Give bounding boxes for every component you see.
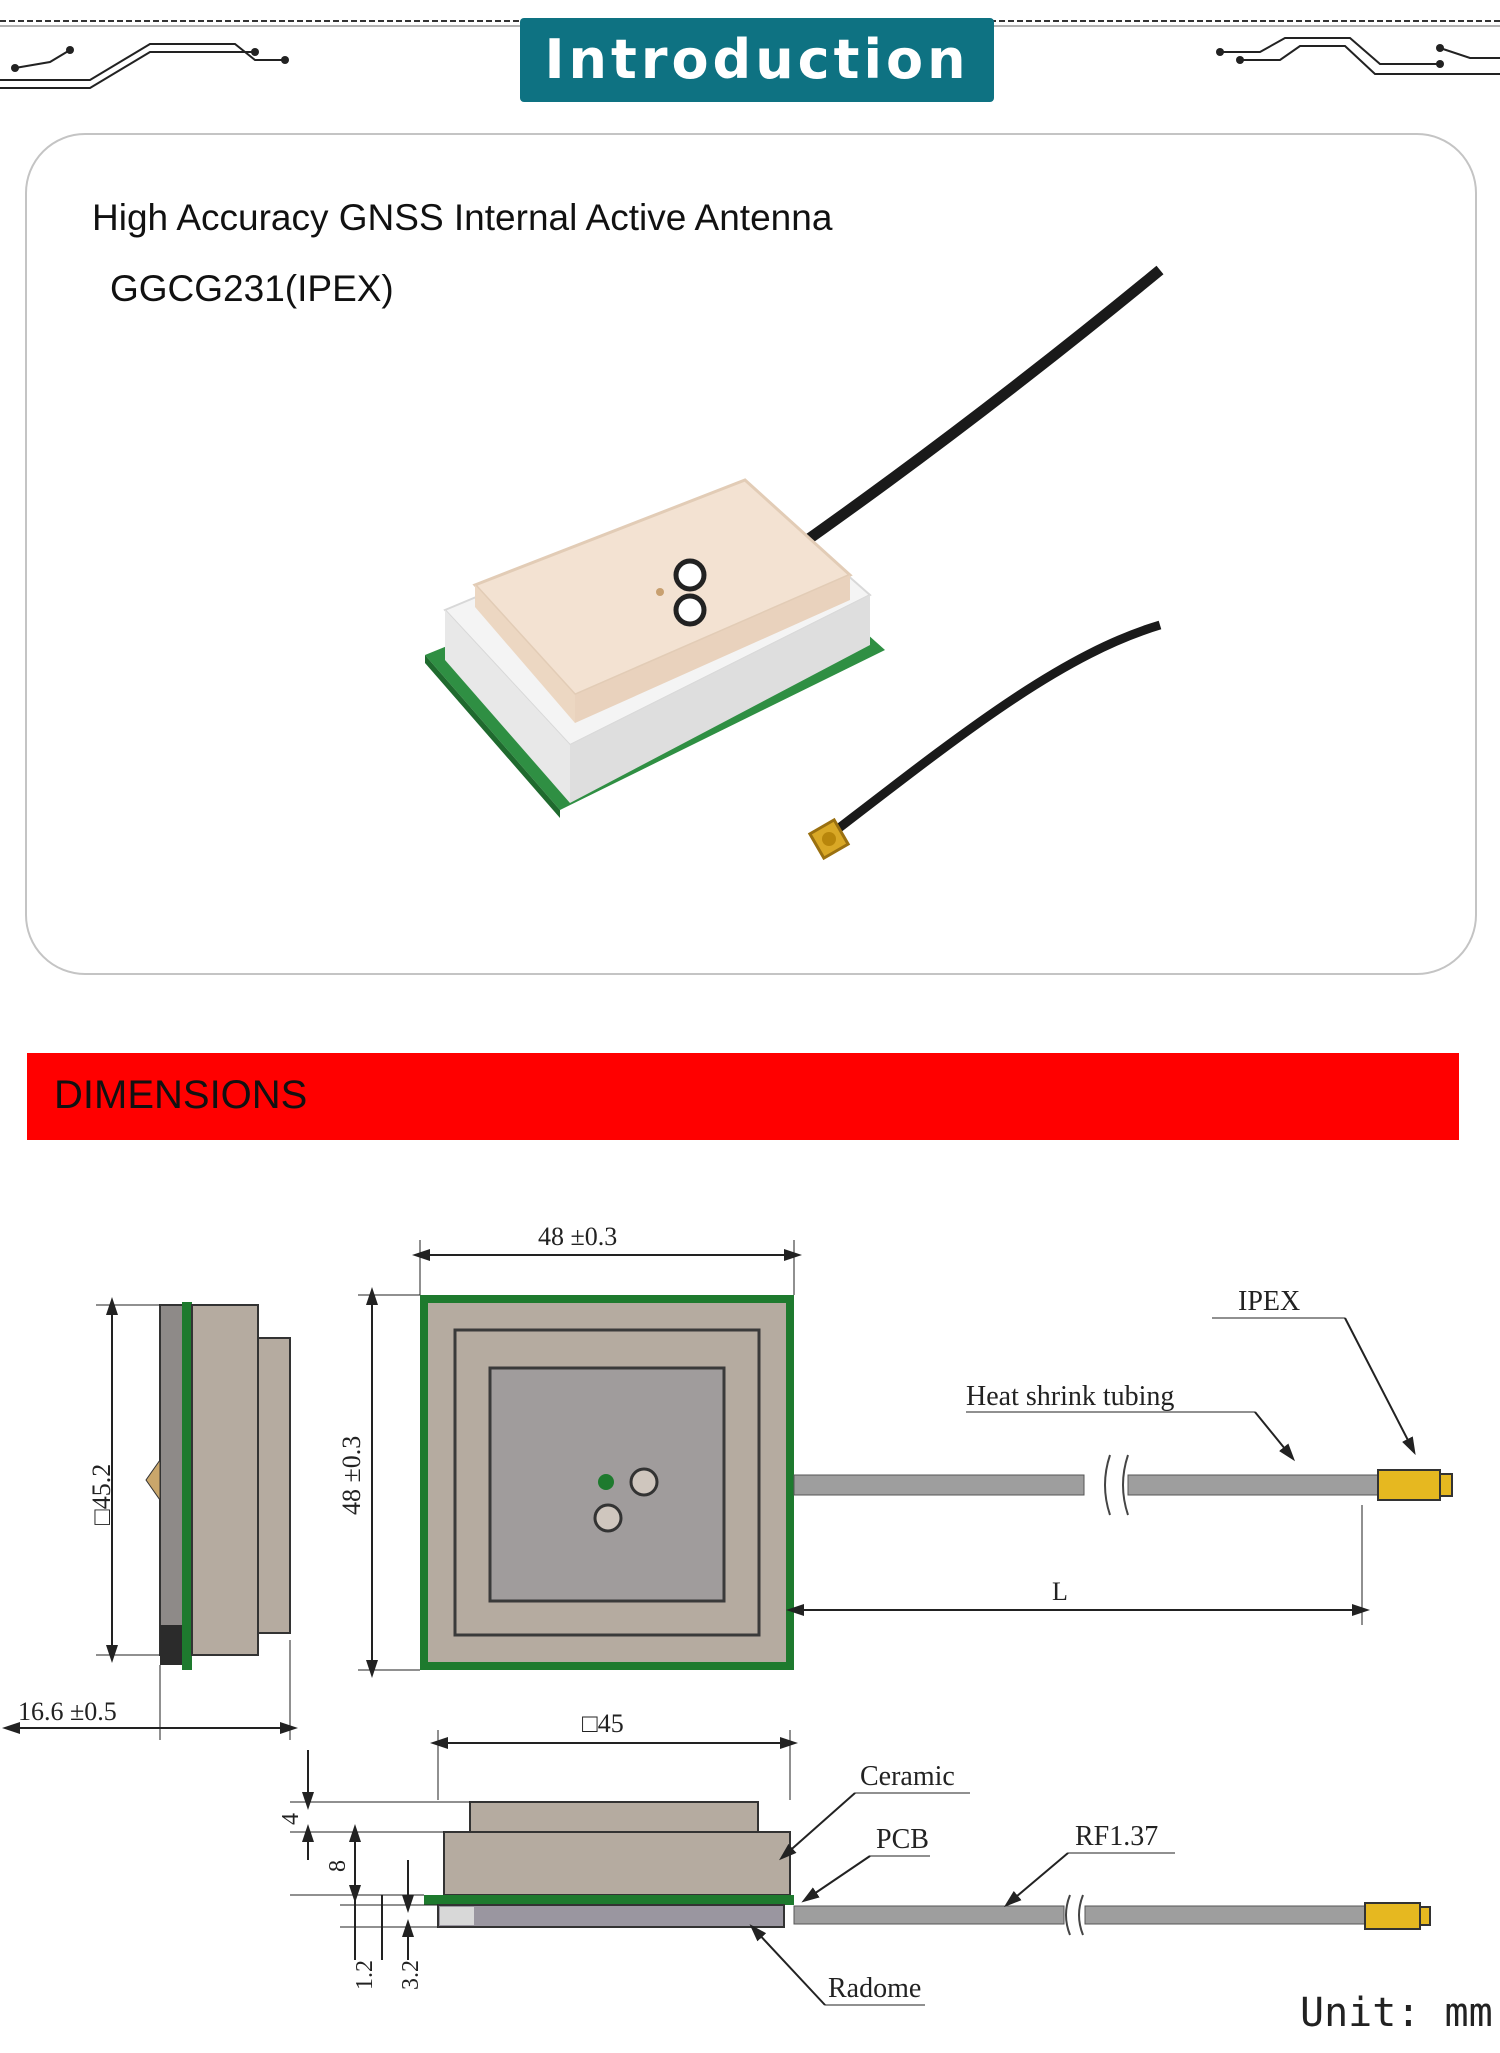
radome-label: Radome (828, 1973, 921, 2004)
ceramic-label: Ceramic (860, 1761, 955, 1792)
dimension-drawing: 48 ±0.3 48 ±0.3 L IPEX Heat shrink tubin… (2, 1222, 1453, 2006)
unit-label: Unit: mm (1300, 1990, 1493, 2036)
front-view (424, 1801, 794, 1928)
product-title: High Accuracy GNSS Internal Active Anten… (92, 197, 833, 238)
dimensions-heading: DIMENSIONS (54, 1073, 308, 1117)
dim-8: 8 (325, 1860, 351, 1872)
product-card (25, 133, 1477, 975)
ipex-connector-icon (1377, 1469, 1453, 1501)
cable-type-label: RF1.37 (1075, 1821, 1158, 1852)
antenna-product-image (425, 265, 1164, 861)
connector-label: IPEX (1238, 1286, 1300, 1317)
pcb-label: PCB (876, 1824, 929, 1855)
cable-length-dim: L (1052, 1577, 1068, 1606)
top-view (420, 1295, 794, 1670)
heat-shrink-label: Heat shrink tubing (966, 1381, 1174, 1412)
ipex-connector-icon (1364, 1902, 1431, 1930)
top-height-dim: 48 ±0.3 (337, 1436, 366, 1515)
dim-3-2: 3.2 (398, 1960, 424, 1990)
top-width-dim: 48 ±0.3 (538, 1222, 617, 1251)
dim-4: 4 (278, 1813, 304, 1825)
ipex-connector-icon (807, 817, 851, 861)
dim-1-2: 1.2 (352, 1960, 378, 1990)
side-height-dim: □45.2 (87, 1464, 116, 1525)
dimensions-banner: DIMENSIONS (27, 1053, 1459, 1140)
product-model: GGCG231(IPEX) (110, 268, 394, 309)
side-view (145, 1302, 291, 1670)
side-depth-dim: 16.6 ±0.5 (18, 1697, 117, 1726)
ceramic-width-dim: □45 (582, 1709, 624, 1738)
intro-header-tab: Introduction (520, 18, 994, 102)
